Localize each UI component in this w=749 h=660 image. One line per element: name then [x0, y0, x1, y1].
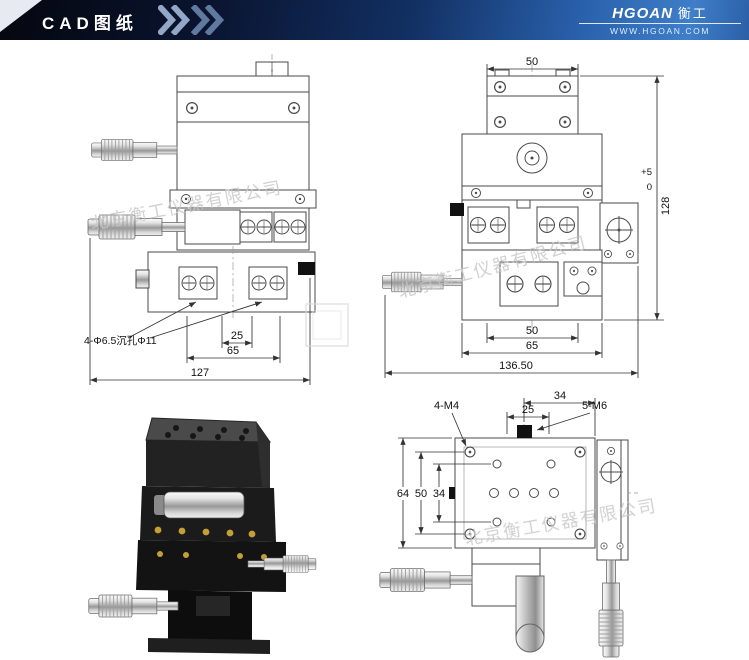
side-view-dimensions: 50 128 +5 0 50 65 136.50	[384, 56, 672, 378]
front-dim-25: 25	[231, 330, 243, 342]
watermark-stamp-inner	[312, 310, 342, 340]
page-title: CAD图纸	[42, 14, 138, 33]
front-view-dimensions: 25 65 127 4-Φ6.5沉孔Φ11	[84, 238, 311, 385]
brand-name-row: HGOAN 衡工	[579, 3, 741, 24]
top-view-dimensions: 34 25 4-M4 5-M6 64 50 34	[392, 390, 607, 549]
top-label-4m4: 4-M4	[434, 400, 459, 412]
brand-name: HGOAN	[612, 5, 673, 22]
side-dim-bottom-50: 50	[526, 325, 538, 337]
product-photo	[88, 417, 317, 654]
brand-website: WWW.HGOAN.COM	[609, 26, 711, 36]
front-dim-127: 127	[191, 367, 209, 379]
cad-sheet: 25 65 127 4-Φ6.5沉孔Φ11	[0, 40, 749, 660]
top-dim-34-left: 34	[433, 488, 445, 500]
side-dim-128-tol-upper: +5	[641, 167, 652, 178]
corner-decoration	[0, 0, 42, 32]
watermark-stamp	[305, 303, 349, 347]
top-dim-50: 50	[415, 488, 427, 500]
front-counterbore-label: 4-Φ6.5沉孔Φ11	[84, 334, 157, 347]
top-dim-34-top: 34	[554, 390, 566, 402]
front-dim-65: 65	[227, 345, 239, 357]
front-view-drawing	[87, 54, 317, 318]
top-dim-25: 25	[522, 404, 534, 416]
brand-name-cn: 衡工	[677, 6, 708, 21]
top-label-5m6: 5-M6	[582, 400, 607, 412]
header-bar: CAD图纸 HGOAN 衡工 WWW.HGOAN.COM	[0, 0, 749, 42]
side-dim-136-50: 136.50	[499, 360, 533, 372]
side-dim-128: 128	[660, 197, 672, 215]
chevron-decoration-icon	[158, 5, 225, 35]
top-view-drawing	[379, 424, 638, 658]
top-dim-64: 64	[397, 488, 409, 500]
side-dim-128-tol-lower: 0	[647, 182, 652, 193]
side-dim-top-50: 50	[526, 56, 538, 68]
side-dim-65: 65	[526, 340, 538, 352]
side-view-drawing	[382, 64, 639, 332]
brand-logo[interactable]: HGOAN 衡工 WWW.HGOAN.COM	[579, 3, 741, 38]
